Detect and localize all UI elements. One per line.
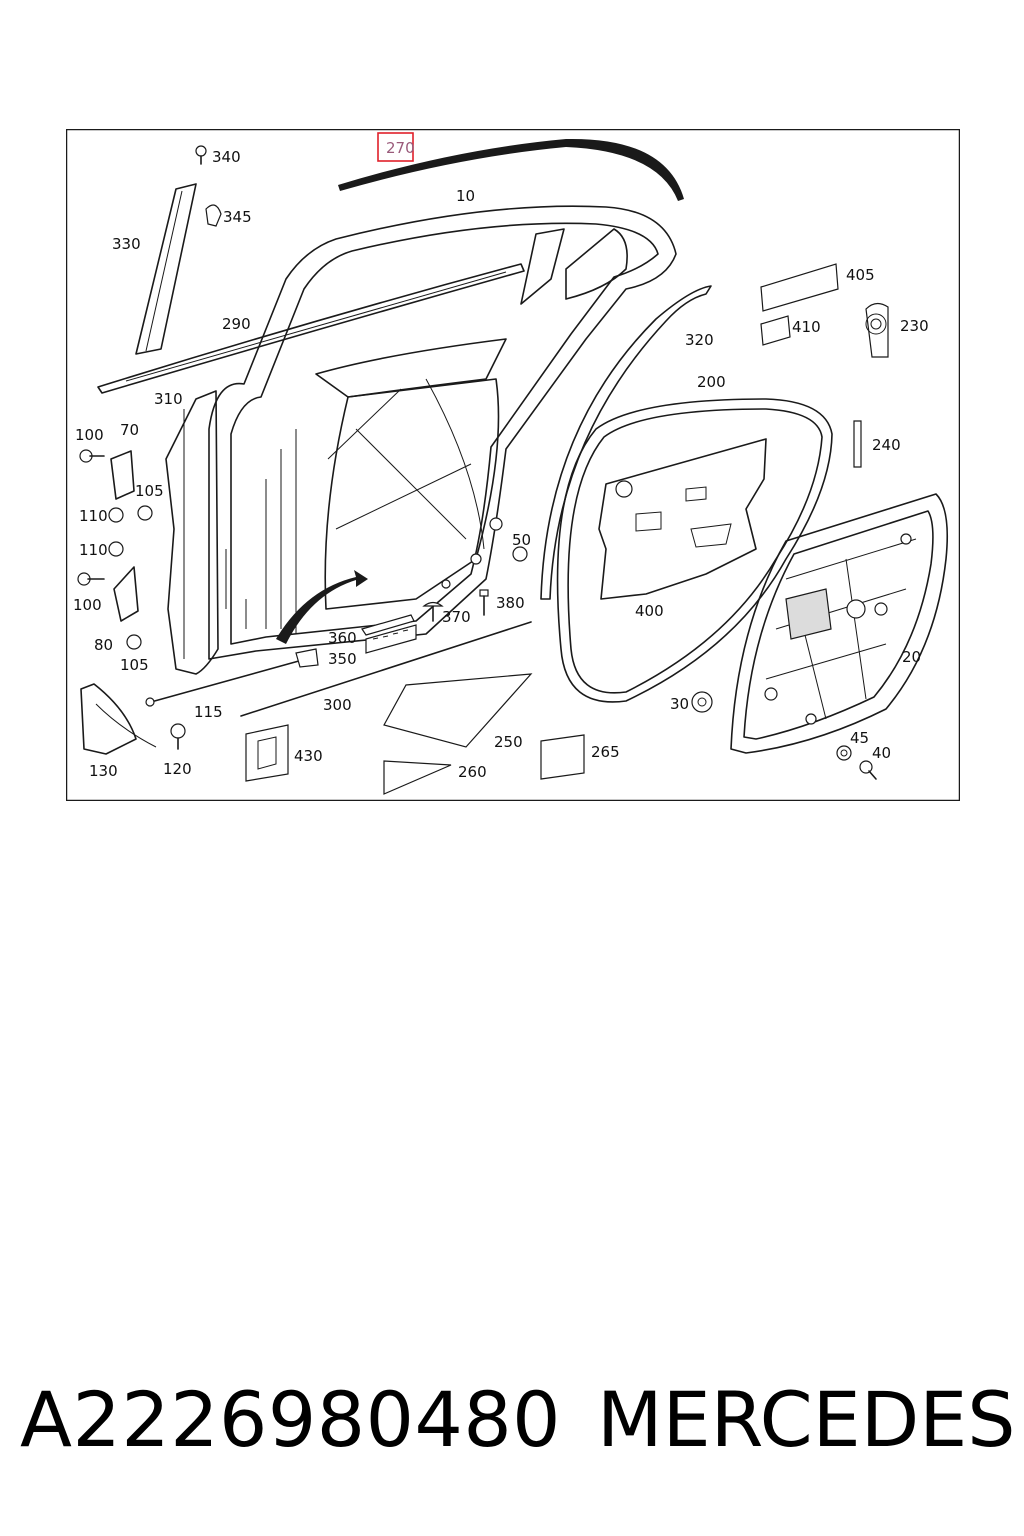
callout-110-lower: 110 — [79, 541, 108, 559]
callout-200: 200 — [697, 373, 726, 391]
callout-230: 230 — [900, 317, 929, 335]
part-410-label-sheet — [760, 315, 791, 346]
part-350-switch-block — [365, 624, 417, 654]
part-250-film — [383, 673, 533, 748]
part-number: A2226980480 — [20, 1375, 562, 1464]
callout-45: 45 — [850, 729, 869, 747]
part-105-nut-lower — [126, 634, 142, 650]
callout-400: 400 — [635, 602, 664, 620]
callout-100-upper: 100 — [75, 426, 104, 444]
part-20-door-module — [730, 493, 949, 754]
part-240-pin — [853, 420, 862, 468]
part-115-cable — [145, 648, 319, 707]
callout-70: 70 — [120, 421, 139, 439]
part-40-bolt — [859, 760, 877, 780]
footer: A2226980480 MERCEDES — [0, 1365, 1024, 1475]
callout-80: 80 — [94, 636, 113, 654]
callout-20: 20 — [902, 648, 921, 666]
callout-350: 350 — [328, 650, 357, 668]
part-10-door-shell — [208, 205, 677, 660]
part-430-bracket — [245, 724, 289, 782]
exploded-view-svg: 270 340 345 330 10 290 405 410 230 320 3… — [66, 129, 960, 801]
callout-240: 240 — [872, 436, 901, 454]
part-290-belt-strip — [97, 263, 525, 394]
callout-345: 345 — [223, 208, 252, 226]
brand-name: MERCEDES — [597, 1375, 1016, 1464]
part-260-film — [383, 760, 452, 795]
callout-105-lower: 105 — [120, 656, 149, 674]
callout-115: 115 — [194, 703, 223, 721]
callout-50: 50 — [512, 531, 531, 549]
highlight-box — [377, 132, 414, 162]
callout-370: 370 — [442, 608, 471, 626]
part-400-insulation — [598, 438, 767, 600]
part-80-hinge-lower — [77, 566, 139, 622]
part-50-plug — [512, 546, 528, 562]
part-230-spring-roll — [865, 302, 889, 358]
callout-430: 430 — [294, 747, 323, 765]
part-120-ball-stud — [170, 723, 186, 750]
part-310-inner-panel — [165, 390, 219, 675]
callout-120: 120 — [163, 760, 192, 778]
callout-360: 360 — [328, 629, 357, 647]
part-270-trim-strip — [338, 138, 684, 201]
part-265-pad — [540, 734, 585, 780]
part-70-hinge-upper — [79, 449, 135, 500]
part-200-door-seal — [556, 398, 833, 703]
callout-405: 405 — [846, 266, 875, 284]
callout-270[interactable]: 270 — [386, 139, 415, 157]
callout-130: 130 — [89, 762, 118, 780]
part-105-nut-upper — [137, 505, 153, 521]
callout-380: 380 — [496, 594, 525, 612]
part-345-clip — [205, 204, 222, 227]
callout-105-upper: 105 — [135, 482, 164, 500]
callout-310: 310 — [154, 390, 183, 408]
part-405-label-sheet — [760, 263, 839, 312]
callout-340: 340 — [212, 148, 241, 166]
callout-40: 40 — [872, 744, 891, 762]
part-30-grommet — [691, 691, 713, 713]
part-110-nut-upper — [108, 507, 124, 523]
callout-410: 410 — [792, 318, 821, 336]
part-370-push-clip — [422, 601, 444, 622]
callout-250: 250 — [494, 733, 523, 751]
parts-diagram: 270 340 345 330 10 290 405 410 230 320 3… — [66, 129, 960, 801]
callout-100-lower: 100 — [73, 596, 102, 614]
part-380-bolt — [479, 589, 489, 616]
part-110-nut-lower — [108, 541, 124, 557]
callout-290: 290 — [222, 315, 251, 333]
callout-260: 260 — [458, 763, 487, 781]
callout-320: 320 — [685, 331, 714, 349]
part-45-washer — [836, 745, 852, 761]
callout-330: 330 — [112, 235, 141, 253]
diagram-border — [66, 129, 960, 801]
callout-300: 300 — [323, 696, 352, 714]
callout-10: 10 — [456, 187, 475, 205]
part-340-screw — [195, 145, 207, 165]
callout-265: 265 — [591, 743, 620, 761]
part-130-handle-bracket — [80, 683, 137, 755]
part-300-cable — [240, 621, 532, 717]
callout-30: 30 — [670, 695, 689, 713]
callout-110-upper: 110 — [79, 507, 108, 525]
part-330-pillar-trim — [135, 183, 197, 355]
part-360-cover — [361, 614, 415, 636]
